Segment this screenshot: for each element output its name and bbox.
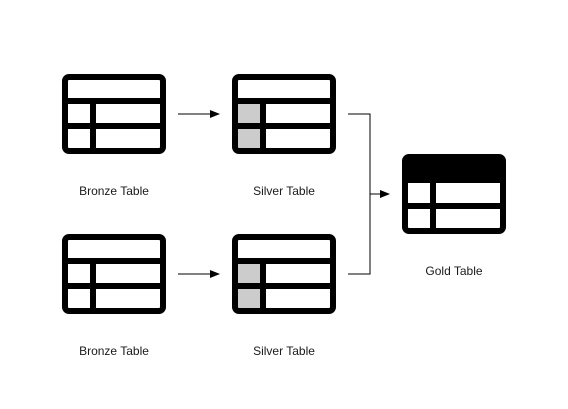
connector-silver-to-gold (348, 113, 371, 275)
bronze-table-bottom-icon[interactable] (62, 234, 166, 314)
bronze-table-top-label: Bronze Table (79, 184, 149, 198)
gold-table-label: Gold Table (425, 264, 483, 278)
bronze-table-bottom-label: Bronze Table (79, 344, 149, 358)
silver-table-top-label: Silver Table (253, 184, 315, 198)
bronze-table-top-icon[interactable] (62, 74, 166, 154)
gold-table-icon[interactable] (402, 154, 506, 234)
silver-table-bottom-icon[interactable] (232, 234, 336, 314)
silver-table-bottom-label: Silver Table (253, 344, 315, 358)
silver-table-top-icon[interactable] (232, 74, 336, 154)
